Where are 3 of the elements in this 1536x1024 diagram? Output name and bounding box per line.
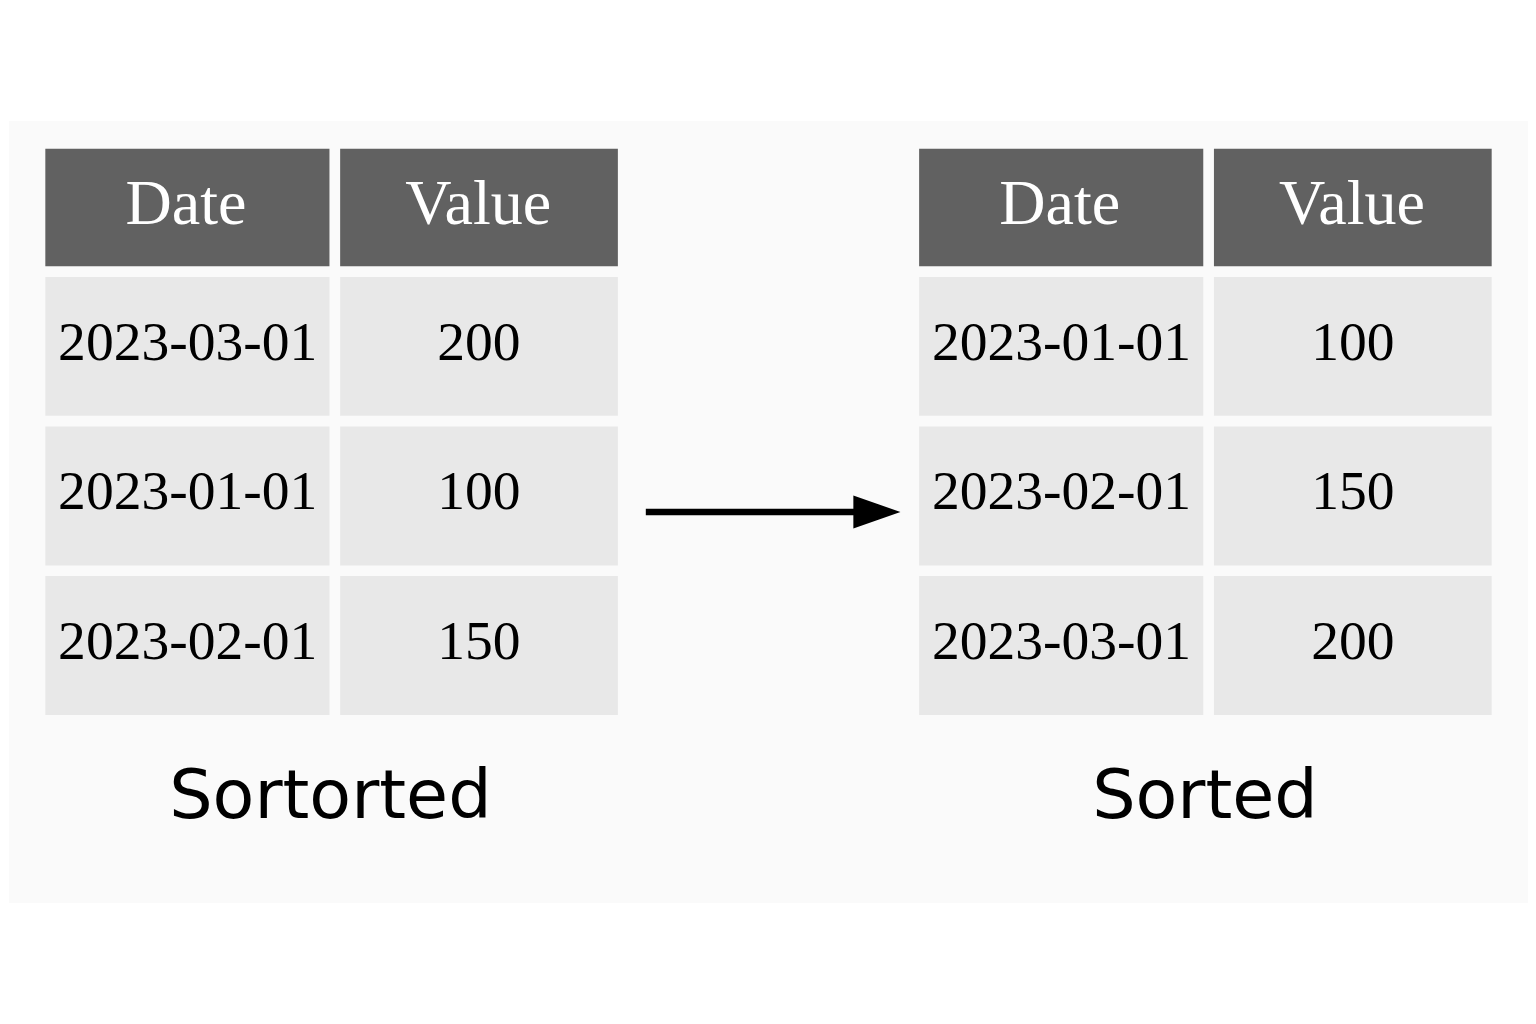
arrow	[645, 495, 900, 529]
node-label: Sortorted	[168, 754, 492, 834]
node-label: Sorted	[1091, 754, 1318, 834]
